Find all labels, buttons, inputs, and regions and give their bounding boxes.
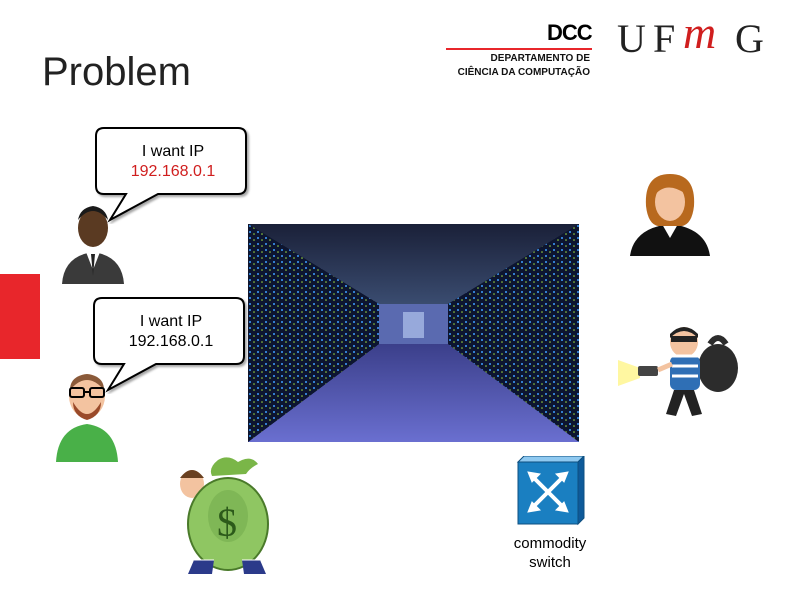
svg-text:G: G [735,16,764,61]
dcc-logo-line1: DEPARTAMENTO DE [490,53,590,64]
bubble-2-label: I want IP [139,313,203,330]
datacenter-photo [248,224,579,442]
businessman-icon [62,206,124,284]
bubble-1-text: I want IP 192.168.0.1 [96,142,250,182]
switch-caption-line2: switch [529,554,571,571]
woman-icon [630,174,710,256]
speech-bubble-1 [95,127,247,223]
switch-icon [516,456,585,526]
bubble-2-ip: 192.168.0.1 [128,333,214,350]
dcc-logo-line2: CIÊNCIA DA COMPUTAÇÃO [457,67,590,78]
svg-text:U: U [617,16,646,61]
bubble-1-ip: 192.168.0.1 [130,163,216,180]
slide-title: Problem [42,50,191,94]
bearded-man-icon [56,374,118,462]
bubble-1-label: I want IP [141,143,205,160]
svg-text:$: $ [217,500,237,545]
dcc-logo-bar [446,48,592,50]
thief-icon [618,327,738,416]
speech-bubble-2 [93,297,245,393]
dcc-logo-mark: DCC [547,20,593,45]
switch-caption-line1: commodity [513,535,587,552]
ufmg-logo: U F m G [617,7,777,74]
dcc-logo [446,14,592,84]
switch-caption: commodity switch [500,534,600,572]
svg-text:m: m [683,14,716,58]
bubble-2-text: I want IP 192.168.0.1 [94,312,248,352]
accent-tab [0,274,40,359]
money-bag-man-icon: $ [180,457,269,574]
svg-text:F: F [653,16,675,61]
ufmg-logo-graphic: U F m G [617,7,764,61]
